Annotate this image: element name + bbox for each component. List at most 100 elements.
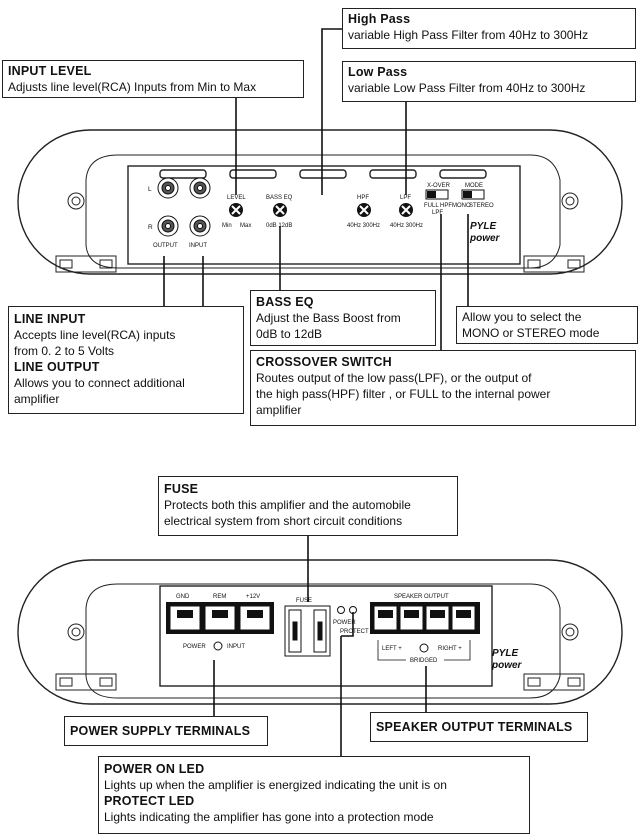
- mode-desc1: Allow you to select the: [462, 310, 582, 324]
- line-input-desc1: Accepts line level(RCA) inputs: [14, 328, 176, 342]
- crossover-desc3: amplifier: [256, 403, 302, 417]
- fuse-title: FUSE: [164, 482, 199, 496]
- rca-input-jacks: [189, 177, 211, 237]
- v12-label: +12V: [246, 594, 260, 600]
- line-output-title: LINE OUTPUT: [14, 360, 100, 374]
- hpf-label: HPF: [357, 195, 369, 201]
- speaker-center-indicator-icon: [419, 643, 429, 653]
- hpf-switch-label: HPF: [440, 203, 452, 209]
- input-level-callout: INPUT LEVEL Adjusts line level(RCA) Inpu…: [2, 60, 304, 98]
- mode-callout: Allow you to select the MONO or STEREO m…: [456, 306, 638, 344]
- level-knob: [229, 203, 243, 217]
- svg-text:power: power: [491, 660, 523, 671]
- bottom-brand-logo: PYLE power: [491, 648, 523, 671]
- bottom-screw-left: [67, 623, 85, 641]
- mode-desc2: MONO or STEREO mode: [462, 326, 600, 340]
- mode-switch: [461, 189, 485, 200]
- power-supply-title: POWER SUPPLY TERMINALS: [70, 724, 251, 738]
- bass-eq-range-label: 0dB 12dB: [266, 223, 292, 229]
- bridged-label-bg: [406, 656, 444, 664]
- line-output-desc2: amplifier: [14, 392, 60, 406]
- gnd-label: GND: [176, 594, 190, 600]
- x-over-label: X-OVER: [427, 183, 451, 189]
- mono-label: MONO: [452, 203, 471, 209]
- bottom-amplifier-body: [17, 559, 623, 705]
- bass-eq-knob: [273, 203, 287, 217]
- top-feet: [55, 255, 585, 273]
- fuse-panel-label: FUSE: [296, 598, 312, 604]
- level-max-label: Max: [240, 223, 251, 229]
- mode-label: MODE: [465, 183, 483, 189]
- speaker-output-callout: SPEAKER OUTPUT TERMINALS: [370, 712, 588, 742]
- level-label: LEVEL: [227, 195, 246, 201]
- bass-eq-panel-label: BASS EQ: [266, 195, 293, 201]
- line-input-desc2: from 0. 2 to 5 Volts: [14, 344, 115, 358]
- bass-eq-desc1: Adjust the Bass Boost from: [256, 311, 401, 325]
- power-terminal-block: [166, 602, 274, 634]
- bass-eq-callout: BASS EQ Adjust the Bass Boost from 0dB t…: [250, 290, 436, 346]
- led-callout: POWER ON LED Lights up when the amplifie…: [98, 756, 530, 834]
- top-brand-logo: PYLE power: [469, 221, 501, 244]
- power-on-led-title: POWER ON LED: [104, 762, 205, 776]
- crossover-desc2: the high pass(HPF) filter , or FULL to t…: [256, 387, 551, 401]
- power-indicator-icon: [213, 641, 223, 651]
- fuse-callout: FUSE Protects both this amplifier and th…: [158, 476, 458, 536]
- input-power-label: INPUT: [227, 644, 245, 650]
- low-pass-title: Low Pass: [348, 65, 408, 79]
- fuse-desc2: electrical system from short circuit con…: [164, 514, 403, 528]
- x-over-switch: [425, 189, 449, 200]
- top-screw-right: [561, 192, 579, 210]
- svg-text:PYLE: PYLE: [470, 221, 496, 232]
- svg-text:power: power: [469, 233, 501, 244]
- rca-r-label: R: [148, 224, 153, 231]
- speaker-terminal-block: [370, 602, 480, 634]
- input-level-desc: Adjusts line level(RCA) Inputs from Min …: [8, 80, 257, 94]
- lpf-range-label: 40Hz 300Hz: [390, 223, 423, 229]
- input-level-title: INPUT LEVEL: [8, 64, 92, 78]
- power-on-led-desc: Lights up when the amplifier is energize…: [104, 778, 447, 792]
- protect-led-title: PROTECT LED: [104, 794, 195, 808]
- speaker-output-panel-label: SPEAKER OUTPUT: [394, 594, 449, 600]
- svg-text:PYLE: PYLE: [492, 648, 518, 659]
- rca-l-label: L: [148, 186, 152, 193]
- rca-output-jacks: [157, 177, 179, 237]
- input-label: INPUT: [189, 243, 207, 249]
- fuse-desc1: Protects both this amplifier and the aut…: [164, 498, 411, 512]
- protect-led-desc: Lights indicating the amplifier has gone…: [104, 810, 434, 824]
- low-pass-callout: Low Pass variable Low Pass Filter from 4…: [342, 61, 636, 102]
- bottom-screw-right: [561, 623, 579, 641]
- low-pass-desc: variable Low Pass Filter from 40Hz to 30…: [348, 81, 586, 95]
- level-min-label: Min: [222, 223, 232, 229]
- hpf-knob: [357, 203, 371, 217]
- high-pass-desc: variable High Pass Filter from 40Hz to 3…: [348, 28, 589, 42]
- crossover-desc1: Routes output of the low pass(LPF), or t…: [256, 371, 532, 385]
- crossover-title: CROSSOVER SWITCH: [256, 355, 392, 369]
- protect-led-label: PROTECT: [340, 629, 369, 635]
- stereo-label: STEREO: [469, 203, 494, 209]
- left-label: LEFT +: [382, 646, 402, 652]
- power-led-label: POWER: [333, 620, 356, 626]
- fuse-holder: [284, 605, 331, 657]
- crossover-callout: CROSSOVER SWITCH Routes output of the lo…: [250, 350, 636, 426]
- high-pass-title: High Pass: [348, 12, 411, 26]
- bass-eq-desc2: 0dB to 12dB: [256, 327, 323, 341]
- power-label: POWER: [183, 644, 206, 650]
- power-led-icon: [337, 606, 345, 614]
- line-input-title: LINE INPUT: [14, 312, 86, 326]
- line-input-callout: LINE INPUT Accepts line level(RCA) input…: [8, 306, 244, 414]
- bottom-callout-lines: [213, 536, 427, 756]
- lpf-switch-label: LPF: [432, 210, 443, 216]
- high-pass-callout: High Pass variable High Pass Filter from…: [342, 8, 636, 49]
- lpf-label: LPF: [400, 195, 411, 201]
- full-label: FULL: [424, 203, 439, 209]
- output-label: OUTPUT: [153, 243, 178, 249]
- lpf-knob: [399, 203, 413, 217]
- speaker-output-title: SPEAKER OUTPUT TERMINALS: [376, 720, 573, 734]
- top-screw-left: [67, 192, 85, 210]
- hpf-range-label: 40Hz 300Hz: [347, 223, 380, 229]
- right-label: RIGHT +: [438, 646, 462, 652]
- rem-label: REM: [213, 594, 226, 600]
- line-output-desc1: Allows you to connect additional: [14, 376, 185, 390]
- bridged-label: BRIDGED: [410, 658, 438, 664]
